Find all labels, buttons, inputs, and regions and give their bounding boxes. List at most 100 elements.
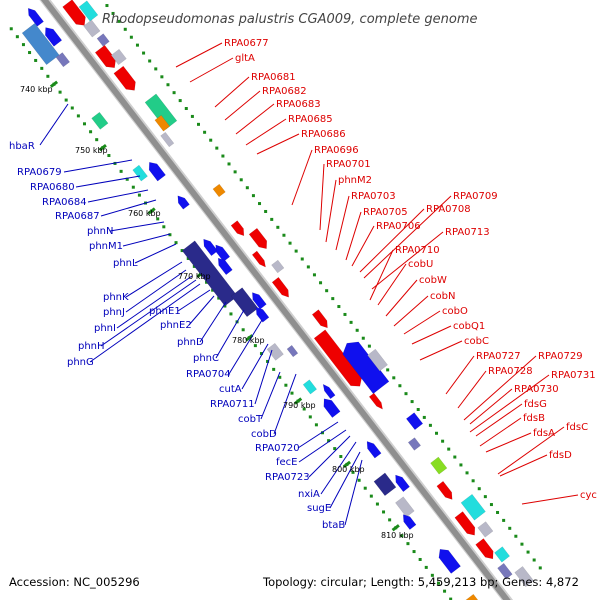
minus-gene — [148, 161, 166, 182]
leader-line — [125, 261, 183, 298]
tick-mark — [168, 233, 172, 237]
tick-mark — [9, 27, 13, 31]
minus-gene — [27, 7, 44, 27]
plus-gene — [94, 44, 116, 69]
leader-line — [75, 175, 141, 188]
kbp-tick — [49, 80, 59, 88]
tick-mark — [107, 154, 111, 158]
minus-gene — [45, 27, 63, 47]
genome-title: Rhodopseudomonas palustris CGA009, compl… — [102, 12, 478, 27]
kbp-mark: 800 kbp — [332, 465, 365, 474]
tick-mark — [538, 566, 542, 570]
tick-mark — [418, 557, 422, 561]
tick-mark — [325, 289, 329, 293]
tick-mark — [123, 27, 127, 31]
tick-mark — [160, 75, 164, 79]
minus-gene — [217, 257, 233, 276]
leader-line — [63, 159, 133, 173]
tick-mark — [217, 296, 221, 300]
gene-label-rpa0708: RPA0708 — [426, 204, 471, 215]
tick-mark — [449, 597, 453, 600]
kbp-mark: 750 kbp — [75, 146, 108, 155]
plus-gene — [368, 392, 383, 410]
minus-gene — [91, 111, 109, 130]
plus-gene — [430, 456, 448, 475]
minus-gene — [395, 474, 410, 493]
tick-mark — [172, 91, 176, 95]
gene-label-phng: phnG — [67, 357, 94, 368]
tick-mark — [312, 273, 316, 277]
tick-mark — [221, 154, 225, 158]
tick-mark — [331, 297, 335, 301]
plus-gene — [230, 220, 245, 237]
tick-mark — [117, 19, 121, 23]
tick-mark — [308, 415, 312, 419]
gene-label-rpa0681: RPA0681 — [251, 72, 296, 83]
gene-label-rpa0727: RPA0727 — [476, 351, 521, 362]
tick-mark — [95, 138, 99, 142]
leader-line — [319, 163, 325, 231]
tick-mark — [64, 98, 68, 102]
tick-mark — [209, 138, 213, 142]
leader-line — [260, 371, 281, 420]
tick-mark — [300, 257, 304, 261]
tick-mark — [459, 463, 463, 467]
gene-label-phnh: phnH — [78, 341, 105, 352]
leader-line — [499, 454, 548, 477]
tick-mark — [211, 288, 215, 292]
tick-mark — [105, 4, 109, 8]
plus-gene — [113, 65, 136, 91]
tick-mark — [215, 146, 219, 150]
gene-label-cobo: cobO — [442, 306, 468, 317]
tick-mark — [162, 225, 166, 229]
leader-line — [344, 459, 363, 526]
leader-line — [228, 319, 263, 375]
tick-mark — [156, 217, 160, 221]
tick-mark — [58, 90, 62, 94]
tick-mark — [278, 375, 282, 379]
minus-gene — [215, 244, 231, 262]
tick-mark — [166, 83, 170, 87]
genome-summary-text: Topology: circular; Length: 5,459,213 bp… — [262, 575, 579, 589]
gene-label-phnn: phnN — [87, 226, 114, 237]
tick-mark — [276, 225, 280, 229]
tick-mark — [363, 486, 367, 490]
gene-label-hbar: hbaR — [9, 141, 35, 152]
leader-line — [241, 343, 269, 390]
gene-label-rpa0731: RPA0731 — [551, 370, 596, 381]
gene-label-phnd: phnD — [177, 337, 204, 348]
gene-label-rpa0711: RPA0711 — [210, 399, 255, 410]
gene-label-cobd: cobD — [251, 429, 277, 440]
leader-line — [273, 373, 297, 435]
plus-gene — [342, 341, 390, 395]
minus-strand-labels: hbaR RPA0679 RPA0680 RPA0684 RPA0687 phn… — [9, 141, 345, 531]
gene-label-cobu: cobU — [408, 259, 433, 270]
tick-mark — [135, 43, 139, 47]
tick-mark — [361, 336, 365, 340]
plus-gene — [367, 348, 388, 372]
gene-label-rpa0684: RPA0684 — [42, 197, 87, 208]
tick-mark — [259, 352, 263, 356]
minus-gene — [322, 383, 336, 400]
accession-text: Accession: NC_005296 — [9, 575, 140, 589]
leader-line — [363, 195, 452, 279]
tick-mark — [233, 170, 237, 174]
gene-label-fdsa: fdsA — [533, 428, 555, 439]
leader-line — [109, 221, 165, 232]
leader-line — [403, 310, 441, 335]
gene-label-rpa0701: RPA0701 — [326, 159, 371, 170]
tick-mark — [406, 542, 410, 546]
kbp-mark: 780 kbp — [232, 336, 265, 345]
plus-gene — [407, 437, 422, 451]
tick-mark — [148, 59, 152, 63]
tick-mark — [514, 534, 518, 538]
gene-label-phne1: phnE1 — [149, 306, 181, 317]
gene-label-rpa0687: RPA0687 — [55, 211, 100, 222]
kbp-mark: 760 kbp — [128, 209, 161, 218]
tick-mark — [441, 439, 445, 443]
tick-mark — [129, 35, 133, 39]
tick-mark — [355, 328, 359, 332]
leader-line — [497, 426, 565, 475]
leader-line — [177, 289, 211, 312]
kbp-mark: 770 kbp — [178, 272, 211, 281]
